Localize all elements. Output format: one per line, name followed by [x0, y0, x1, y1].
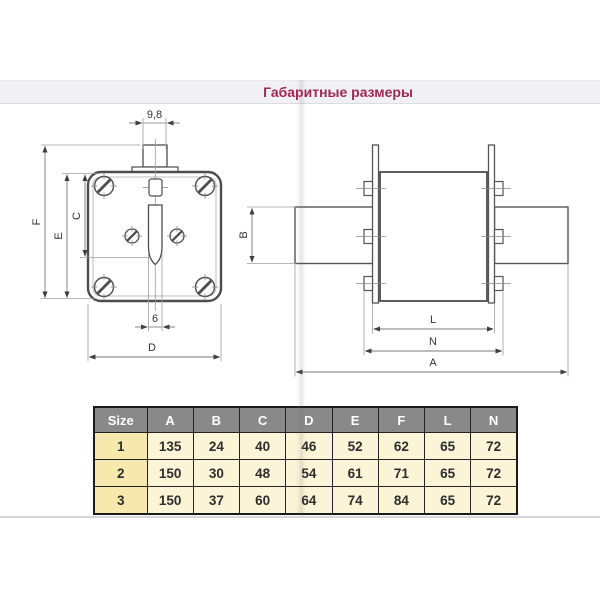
cell-size: 1: [93, 432, 148, 460]
fuse-body-side: [379, 171, 488, 302]
cell: 37: [192, 486, 241, 515]
striker-pin: [147, 204, 163, 266]
section-header-bar: Габаритные размеры: [0, 80, 600, 104]
col-header-c: C: [238, 406, 287, 433]
cell: 52: [331, 432, 379, 460]
cell: 48: [238, 459, 287, 487]
dim-label-height-striker: C: [71, 212, 83, 220]
cell: 135: [146, 432, 194, 460]
section-title: Габаритные размеры: [263, 84, 413, 100]
dimensions-table: Size A B C D E F L N 1 135 24 40 46 52 6…: [93, 406, 518, 515]
cell: 62: [377, 432, 426, 460]
cell: 46: [285, 432, 333, 460]
side-view: B L N A: [238, 144, 569, 377]
dim-label-width-plates: L: [430, 314, 436, 326]
dimension-lines-front: [42, 120, 221, 360]
col-header-b: B: [192, 406, 241, 433]
cell: 72: [470, 459, 518, 487]
contact-blade-left: [294, 206, 374, 265]
col-header-d: D: [285, 406, 333, 433]
cell-size: 2: [93, 459, 148, 487]
cell: 54: [285, 459, 333, 487]
dim-label-width-clips: N: [429, 336, 437, 348]
cell: 74: [331, 486, 379, 515]
cell: 150: [146, 486, 194, 515]
fuse-indicator: [148, 178, 163, 197]
col-header-f: F: [377, 406, 426, 433]
cell: 84: [377, 486, 426, 515]
dim-label-width-total: A: [429, 357, 437, 369]
cell: 65: [423, 459, 472, 487]
cell: 40: [238, 432, 287, 460]
cell: 65: [423, 486, 472, 515]
dim-label-width-body: D: [148, 342, 156, 354]
bottom-divider: [0, 516, 600, 518]
cell: 30: [192, 459, 241, 487]
dim-label-tab-width: 9,8: [147, 109, 162, 121]
col-header-size: Size: [93, 406, 148, 433]
front-view: 9,8 6 D F E C: [31, 109, 223, 361]
cell: 72: [470, 486, 518, 515]
cell: 24: [192, 432, 241, 460]
clip-centerlines: [356, 188, 511, 284]
cell: 60: [238, 486, 287, 515]
dim-label-height-total: F: [31, 218, 43, 225]
dim-label-height-body: E: [53, 232, 65, 239]
dim-label-blade-height: B: [238, 231, 250, 238]
cell: 65: [423, 432, 472, 460]
table-header-row: Size A B C D E F L N: [93, 406, 518, 433]
cell: 72: [470, 432, 518, 460]
end-plate-left: [371, 144, 380, 304]
col-header-n: N: [470, 406, 518, 433]
extension-lines-side: [247, 206, 569, 377]
col-header-e: E: [331, 406, 379, 433]
col-header-l: L: [423, 406, 472, 433]
cell: 71: [377, 459, 426, 487]
col-header-a: A: [146, 406, 194, 433]
cell: 64: [285, 486, 333, 515]
dimension-lines-side: [249, 207, 568, 375]
cell: 150: [146, 459, 194, 487]
cell: 61: [331, 459, 379, 487]
dim-label-striker-width: 6: [152, 313, 158, 325]
table-row: 1 135 24 40 46 52 62 65 72: [93, 432, 518, 460]
cell-size: 3: [93, 486, 148, 515]
table-row: 2 150 30 48 54 61 71 65 72: [93, 459, 518, 487]
end-plate-right: [487, 144, 496, 304]
contact-blade-right: [493, 206, 569, 265]
fuse-body-inner-edge: [92, 176, 217, 297]
table-row: 3 150 37 60 64 74 84 65 72: [93, 486, 518, 515]
